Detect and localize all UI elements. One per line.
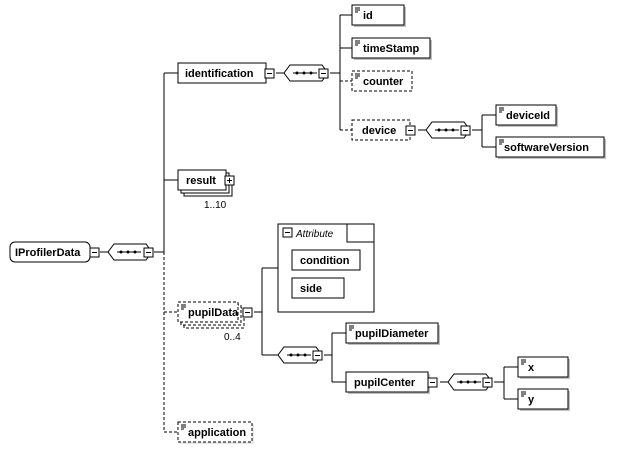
element-label: application — [188, 427, 246, 439]
text-content-icon — [181, 304, 186, 310]
element-label: identification — [185, 68, 254, 80]
cardinality-label: 0..4 — [224, 332, 241, 343]
element-iprofilerdata[interactable]: IProfilerData — [9, 241, 91, 263]
element-label: IProfilerData — [15, 247, 81, 259]
text-content-icon — [181, 424, 186, 430]
attribute-label: side — [300, 283, 322, 295]
sequence-compositor-icon — [425, 121, 471, 139]
collapse-toggle-icon[interactable] — [482, 377, 493, 388]
collapse-toggle-icon[interactable] — [318, 68, 329, 79]
cardinality-label: 1..10 — [204, 200, 227, 211]
element-label: timeStamp — [363, 43, 420, 55]
element-label: x — [528, 362, 535, 374]
element-label: deviceId — [506, 110, 550, 122]
collapse-toggle-icon[interactable] — [282, 227, 293, 238]
element-timestamp[interactable]: timeStamp — [351, 37, 432, 60]
sequence-compositor-icon — [277, 346, 323, 364]
element-label: id — [363, 10, 373, 22]
text-content-icon — [499, 107, 504, 113]
text-content-icon — [521, 359, 526, 365]
text-content-icon — [355, 7, 360, 13]
element-label: y — [528, 394, 535, 406]
element-identification[interactable]: identification — [177, 62, 267, 84]
collapse-toggle-icon[interactable] — [427, 377, 438, 388]
attribute-group-title: Attribute — [295, 229, 334, 240]
element-softwareversion[interactable]: softwareVersion — [495, 136, 606, 159]
element-deviceid[interactable]: deviceId — [495, 104, 558, 127]
element-x[interactable]: x — [517, 356, 570, 379]
sequence-compositor-icon — [283, 64, 329, 82]
element-y[interactable]: y — [517, 388, 570, 411]
collapse-toggle-icon[interactable] — [405, 125, 416, 136]
element-label: softwareVersion — [504, 142, 589, 154]
attribute-condition[interactable]: condition — [291, 249, 361, 271]
text-content-icon — [349, 325, 354, 331]
collapse-toggle-icon[interactable] — [312, 350, 323, 361]
element-application[interactable]: application — [177, 421, 254, 444]
collapse-toggle-icon[interactable] — [264, 68, 275, 79]
element-label: pupilDiameter — [355, 328, 429, 340]
sequence-compositor-icon — [447, 373, 493, 391]
connectors — [100, 14, 518, 433]
element-pupildata[interactable]: pupilData — [177, 301, 245, 329]
collapse-toggle-icon[interactable] — [143, 247, 154, 258]
element-pupilcenter[interactable]: pupilCenter — [345, 371, 430, 394]
element-label: device — [362, 125, 396, 137]
text-content-icon — [355, 40, 360, 46]
element-label: result — [186, 175, 216, 187]
element-result[interactable]: result — [177, 169, 233, 197]
text-content-icon — [521, 391, 526, 397]
element-device[interactable]: device — [351, 119, 411, 141]
element-counter[interactable]: counter — [351, 70, 413, 92]
element-pupildiameter[interactable]: pupilDiameter — [345, 322, 440, 345]
element-label: counter — [363, 76, 404, 88]
attribute-label: condition — [300, 255, 350, 267]
text-content-icon — [499, 139, 504, 145]
collapse-toggle-icon[interactable] — [242, 307, 253, 318]
expand-toggle-icon[interactable] — [224, 175, 235, 186]
element-label: pupilData — [188, 307, 239, 319]
collapse-toggle-icon[interactable] — [460, 125, 471, 136]
sequence-compositor-icon — [107, 243, 153, 261]
element-label: pupilCenter — [354, 377, 416, 389]
text-content-icon — [355, 73, 360, 79]
element-id[interactable]: id — [351, 4, 406, 27]
collapse-toggle-icon[interactable] — [89, 247, 100, 258]
attribute-side[interactable]: side — [291, 277, 345, 299]
